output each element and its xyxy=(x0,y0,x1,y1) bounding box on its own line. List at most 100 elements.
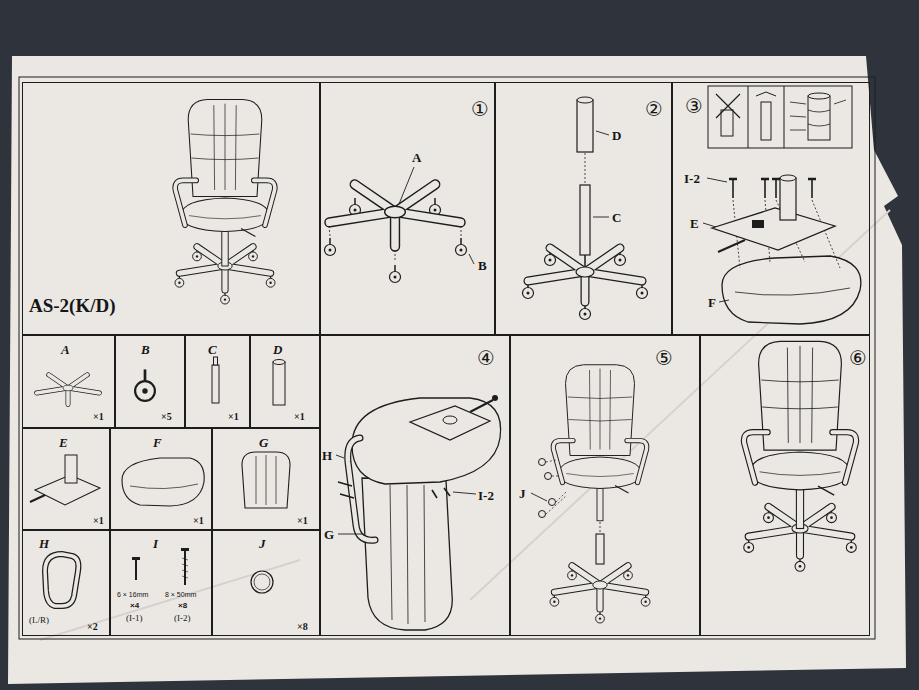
paper-crease xyxy=(40,210,890,640)
callout-letter: H xyxy=(322,448,332,464)
step5-drawing xyxy=(549,499,556,506)
step-number: ② xyxy=(645,97,663,121)
outer-frame xyxy=(19,77,875,639)
step4-drawing xyxy=(443,416,457,424)
step5-drawing xyxy=(545,473,552,480)
step3-drawing xyxy=(808,96,830,140)
step3-drawing xyxy=(752,220,764,228)
step1-drawing xyxy=(329,184,460,246)
part-letter: A xyxy=(61,342,70,358)
step-number: ① xyxy=(471,97,489,121)
callout-letter: I-2 xyxy=(478,488,494,504)
step4-drawing xyxy=(352,398,501,484)
parts-cell: B×5 xyxy=(115,335,185,428)
step5-drawing xyxy=(539,459,546,466)
part-icons xyxy=(135,560,137,580)
model-title: AS-2(K/D) xyxy=(29,295,116,317)
part-icons xyxy=(130,484,198,489)
parts-cell: D×1 xyxy=(250,335,320,428)
part-letter: C xyxy=(208,342,217,358)
step5-drawing xyxy=(596,534,604,564)
step4-drawing xyxy=(336,395,501,630)
part-letter: G xyxy=(259,435,268,451)
step2-drawing xyxy=(580,185,590,255)
callout-letter: B xyxy=(478,258,487,274)
part-quantity: ×4 xyxy=(130,601,139,610)
step4-drawing xyxy=(336,455,476,534)
step2-drawing xyxy=(584,255,586,266)
part-icons xyxy=(30,357,290,606)
step-panel: ④ xyxy=(320,335,510,636)
step6-chair xyxy=(744,341,857,571)
step5-drawing xyxy=(600,522,601,533)
parts-cell: F×1 xyxy=(110,428,212,530)
step-number: ④ xyxy=(477,346,495,370)
part-icons xyxy=(45,554,78,606)
step4-drawing xyxy=(338,482,450,498)
part-quantity: ×1 xyxy=(93,411,104,422)
part-icons xyxy=(273,360,285,365)
part-quantity: ×1 xyxy=(294,411,305,422)
step5-drawing xyxy=(553,365,646,521)
step5-drawing xyxy=(546,460,566,514)
step4-drawing xyxy=(470,400,493,412)
part-letter: H xyxy=(39,536,49,552)
step5-drawing xyxy=(553,365,646,521)
part-size: 6 × 16mm xyxy=(117,591,148,598)
part-icons xyxy=(37,375,100,405)
parts-cell: C ×1 xyxy=(185,335,250,428)
step1-drawing xyxy=(329,226,461,262)
step3-drawing xyxy=(780,175,796,181)
part-icons xyxy=(214,357,218,365)
part-size: 8 × 50mm xyxy=(165,591,196,598)
part-icons xyxy=(45,554,78,606)
overview-chair xyxy=(175,100,275,304)
part-quantity: ×1 xyxy=(228,411,239,422)
step2-drawing xyxy=(585,153,586,184)
part-letter: J xyxy=(259,536,266,552)
step3-drawing xyxy=(761,102,771,140)
step4-drawing xyxy=(348,438,375,540)
step1-drawing xyxy=(390,265,401,283)
callout-letter: F xyxy=(708,295,716,311)
callout-letter: J xyxy=(519,486,526,502)
part-quantity: ×1 xyxy=(93,515,104,526)
step3-drawing xyxy=(729,178,816,181)
overview-chair xyxy=(175,100,275,266)
step4-drawing xyxy=(492,395,498,401)
part-letter: I xyxy=(153,536,158,552)
step2-drawing xyxy=(593,131,609,217)
parts-cell: H(L/R)×2 xyxy=(22,530,110,636)
step-panel: ② xyxy=(495,82,672,335)
parts-cell: A ×1 xyxy=(22,335,115,428)
callout-letter: D xyxy=(612,128,621,144)
part-quantity: ×8 xyxy=(297,621,308,632)
part-quantity: ×1 xyxy=(193,515,204,526)
step2-drawing xyxy=(577,100,593,152)
part-icons xyxy=(251,571,273,593)
part-icons xyxy=(254,574,270,590)
step3-drawing xyxy=(708,86,852,148)
step3-drawing xyxy=(790,100,846,130)
step1-drawing xyxy=(325,238,336,256)
step4-drawing xyxy=(348,438,375,540)
part-icons xyxy=(256,455,276,505)
parts-cell: G×1 xyxy=(212,428,320,530)
step4-drawing xyxy=(410,406,490,440)
callout-letter: A xyxy=(412,150,421,166)
step5-drawing xyxy=(550,566,650,623)
part-icons xyxy=(182,558,188,578)
step5-drawing xyxy=(539,511,546,518)
step3-drawing xyxy=(716,94,740,118)
step5-drawing xyxy=(531,365,650,623)
part-quantity: ×8 xyxy=(178,601,187,610)
step3-drawing xyxy=(808,93,830,99)
step3-drawing xyxy=(756,92,776,96)
step1-drawing xyxy=(325,167,475,283)
step3-drawing xyxy=(733,180,812,198)
part-icons xyxy=(135,369,155,401)
step-number: ⑥ xyxy=(849,346,867,370)
step2-drawing xyxy=(577,97,593,103)
